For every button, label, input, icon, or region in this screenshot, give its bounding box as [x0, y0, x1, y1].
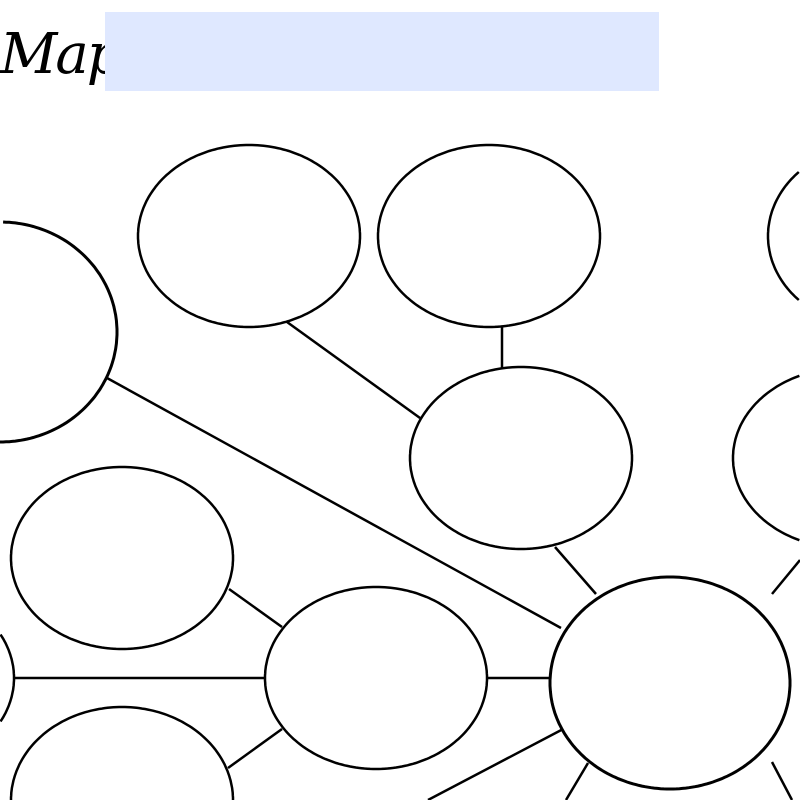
node-outline	[9, 465, 235, 651]
node-outline	[376, 143, 602, 329]
connector-line	[770, 761, 794, 800]
node-fill	[11, 467, 233, 649]
mind-map-node-n3[interactable]	[766, 143, 800, 329]
node-outline	[136, 143, 362, 329]
node-outline	[263, 585, 489, 771]
connector-line	[427, 725, 568, 800]
node-outline	[766, 171, 800, 301]
connector-line	[228, 587, 283, 629]
mind-map-node-n2[interactable]	[376, 143, 602, 329]
node-fill	[11, 707, 233, 800]
node-outline	[0, 220, 119, 444]
node-fill	[768, 143, 800, 329]
title-banner[interactable]	[105, 12, 659, 91]
connector-line	[227, 727, 283, 770]
connector-line	[106, 376, 562, 630]
connector-line	[564, 762, 590, 800]
mind-map-node-n4[interactable]	[0, 220, 119, 444]
mind-map-node-n10[interactable]	[0, 587, 16, 769]
node-fill	[378, 145, 600, 327]
node-outline	[408, 365, 634, 551]
mind-map-node-n7[interactable]	[9, 465, 235, 651]
node-outline	[548, 575, 792, 791]
node-fill	[0, 222, 117, 442]
node-fill	[410, 367, 632, 549]
connector-line	[286, 320, 421, 420]
node-fill	[733, 368, 800, 548]
node-outline	[731, 374, 800, 542]
node-fill	[550, 577, 790, 789]
node-fill	[138, 145, 360, 327]
mind-map-node-n8[interactable]	[263, 585, 489, 771]
page-title: Map	[0, 22, 123, 87]
node-fill	[0, 587, 14, 769]
node-outline	[9, 705, 235, 800]
node-outline	[0, 633, 16, 723]
mind-map-node-n5[interactable]	[408, 365, 634, 551]
node-fill	[265, 587, 487, 769]
mind-map-node-n9[interactable]	[548, 575, 792, 791]
mind-map-node-n6[interactable]	[731, 368, 800, 548]
mind-map-node-n1[interactable]	[136, 143, 362, 329]
connector-line	[554, 546, 597, 595]
connector-line	[771, 559, 800, 595]
mind-map-node-n11[interactable]	[9, 705, 235, 800]
